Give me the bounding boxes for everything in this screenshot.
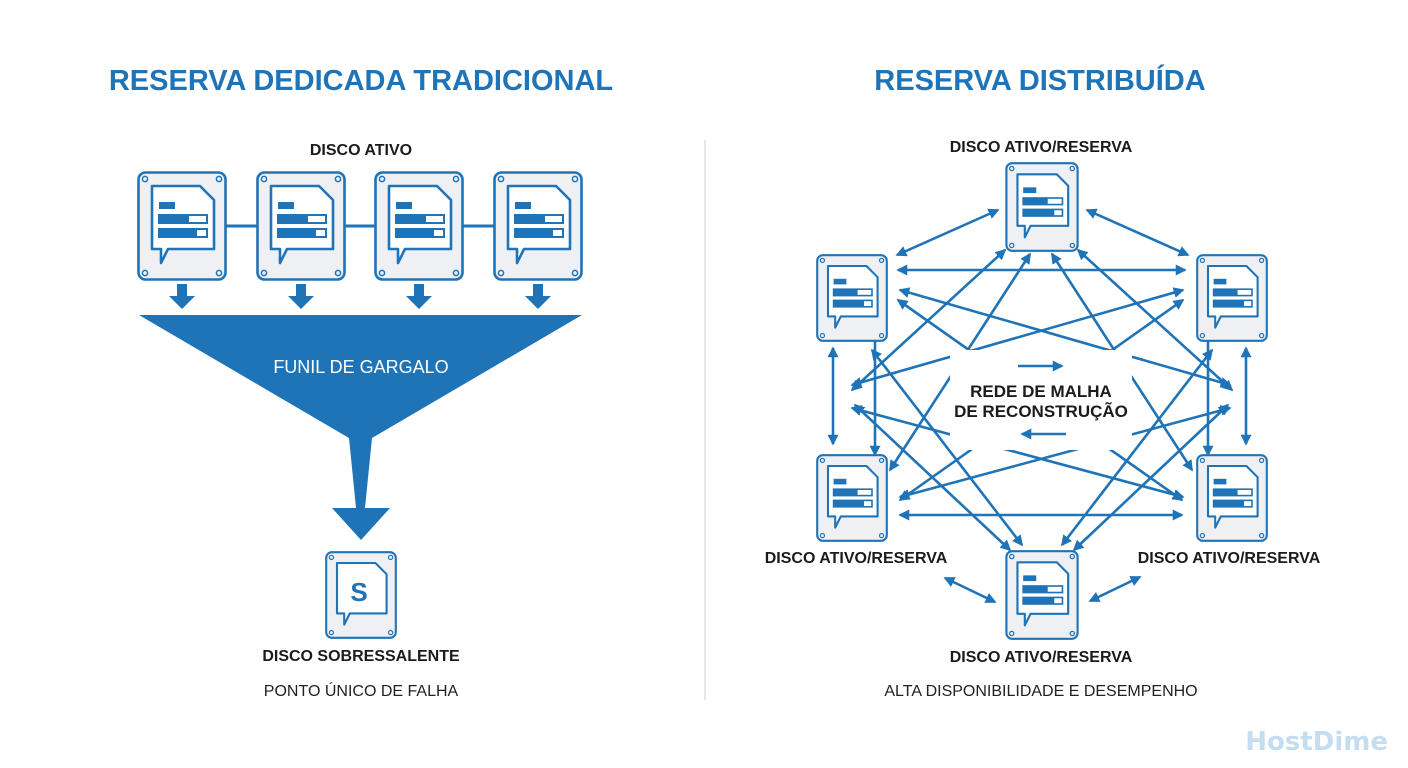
node-bottom-hard-drive-icon bbox=[1005, 550, 1079, 640]
mesh-arrow bbox=[1088, 575, 1142, 603]
bottleneck-funnel bbox=[139, 315, 582, 540]
node-lower-left-hard-drive-icon bbox=[816, 454, 888, 542]
node-top-hard-drive-icon bbox=[1005, 162, 1079, 252]
down-arrow-icon bbox=[525, 284, 551, 309]
center-label-line-1: REDE DE MALHA bbox=[970, 382, 1112, 401]
node-label-bottom-left: DISCO ATIVO/RESERVA bbox=[765, 550, 948, 567]
right-panel-caption: ALTA DISPONIBILIDADE E DESEMPENHO bbox=[884, 683, 1197, 700]
node-upper-right-hard-drive-icon bbox=[1196, 254, 1268, 342]
brand-logo: HostDime bbox=[1245, 727, 1388, 757]
active-disk-label: DISCO ATIVO bbox=[310, 142, 412, 159]
spare-disk-letter: S bbox=[350, 577, 367, 607]
node-label-bottom: DISCO ATIVO/RESERVA bbox=[950, 649, 1133, 666]
node-upper-left-hard-drive-icon bbox=[816, 254, 888, 342]
mesh-arrow bbox=[1085, 208, 1190, 257]
funnel-label: FUNIL DE GARGALO bbox=[273, 357, 448, 377]
active-disk-4-hard-drive-icon bbox=[493, 171, 583, 281]
active-disk-1-hard-drive-icon bbox=[137, 171, 227, 281]
right-panel: RESERVA DISTRIBUÍDA DISCO ATIVO/RESERVA bbox=[765, 63, 1321, 700]
left-panel-caption: PONTO ÚNICO DE FALHA bbox=[264, 681, 459, 700]
down-arrow-icon bbox=[169, 284, 195, 309]
mesh-arrow bbox=[895, 208, 1000, 257]
spare-hard-drive-icon: S bbox=[325, 551, 397, 639]
spare-disk-label: DISCO SOBRESSALENTE bbox=[262, 648, 460, 665]
node-label-top: DISCO ATIVO/RESERVA bbox=[950, 139, 1133, 156]
reconstruction-mesh bbox=[827, 208, 1252, 604]
left-panel: RESERVA DEDICADA TRADICIONAL DISCO ATIVO… bbox=[109, 65, 613, 700]
down-arrow-icon bbox=[288, 284, 314, 309]
down-arrow-icon bbox=[406, 284, 432, 309]
node-label-bottom-right: DISCO ATIVO/RESERVA bbox=[1138, 550, 1321, 567]
active-disk-3-hard-drive-icon bbox=[374, 171, 464, 281]
mesh-arrow bbox=[943, 576, 997, 604]
node-lower-right-hard-drive-icon bbox=[1196, 454, 1268, 542]
active-disk-2-hard-drive-icon bbox=[256, 171, 346, 281]
left-panel-title: RESERVA DEDICADA TRADICIONAL bbox=[109, 65, 613, 97]
right-panel-title: RESERVA DISTRIBUÍDA bbox=[874, 63, 1205, 97]
center-label-line-2: DE RECONSTRUÇÃO bbox=[954, 401, 1128, 421]
